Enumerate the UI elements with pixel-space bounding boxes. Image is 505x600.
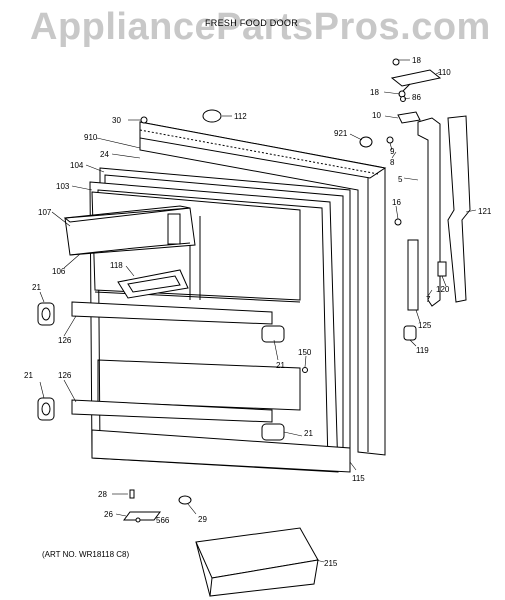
callout-7: 7 [426,295,431,304]
callout-126: 126 [58,371,72,380]
callout-118: 118 [110,261,123,270]
top-hinge [390,69,442,93]
part-150 [302,367,308,373]
shelf-end-cap-left-lower [37,397,55,421]
callout-30: 30 [112,116,121,125]
callout-5: 5 [398,175,403,184]
callout-21: 21 [32,283,41,292]
callout-910: 910 [84,133,98,142]
outer-door-panel [139,121,387,456]
callout-28: 28 [98,490,107,499]
screw-30 [140,116,148,124]
handle-plug [403,325,417,341]
callout-21: 21 [24,371,33,380]
screw-18a [392,58,400,66]
shelf-bar-upper [71,301,273,325]
door-handle [417,117,441,307]
shelf-end-cap-right-upper [261,325,285,343]
callout-126: 126 [58,336,72,345]
part-9 [386,136,394,144]
callout-86: 86 [412,93,421,102]
callout-106: 106 [52,267,66,276]
callout-150: 150 [298,348,312,357]
callout-labels: 18 110 18 86 30 112 10 910 921 24 9 8 104 5 103 16 121 10… [24,56,492,568]
callout-119: 119 [416,346,429,355]
door-bin [195,527,319,597]
callout-566: 566 [156,516,170,525]
shelf-bar-lower [71,399,273,423]
callout-18: 18 [412,56,421,65]
callout-8: 8 [390,158,395,167]
callout-112: 112 [234,112,247,121]
diagram-title: FRESH FOOD DOOR [205,18,299,28]
callout-921: 921 [334,129,348,138]
screw-16 [394,218,402,226]
shelf-end-cap-right-lower [261,423,285,441]
callout-9: 9 [390,147,395,156]
watermark: AppliancePartsPros.com [30,6,491,48]
handle-strap [407,239,419,311]
callout-21: 21 [304,429,313,438]
shelf-end-cap-left-upper [37,302,55,326]
callout-107: 107 [38,208,52,217]
part-26 [123,511,161,521]
callout-121: 121 [478,207,492,216]
callout-120: 120 [436,285,450,294]
plug-921 [359,136,373,148]
handle-end-cap [437,261,447,277]
butter-tray [117,269,189,299]
part-29 [178,495,192,505]
dairy-door [63,205,196,256]
hinge-bracket [397,111,421,124]
callout-110: 110 [438,68,451,77]
callout-16: 16 [392,198,401,207]
callout-104: 104 [70,161,84,170]
part-28 [129,489,135,499]
callout-18: 18 [370,88,379,97]
screw-566 [135,517,141,523]
callout-21: 21 [276,361,285,370]
callout-215: 215 [324,559,338,568]
callout-29: 29 [198,515,207,524]
callout-125: 125 [418,321,432,330]
callout-24: 24 [100,150,109,159]
bottom-gasket [91,429,351,473]
callout-103: 103 [56,182,70,191]
art-number: (ART NO. WR18118 C8) [42,550,130,559]
handle-trim [447,115,471,303]
plug-112 [202,109,222,123]
callout-115: 115 [352,474,365,483]
callout-10: 10 [372,111,381,120]
callout-26: 26 [104,510,113,519]
